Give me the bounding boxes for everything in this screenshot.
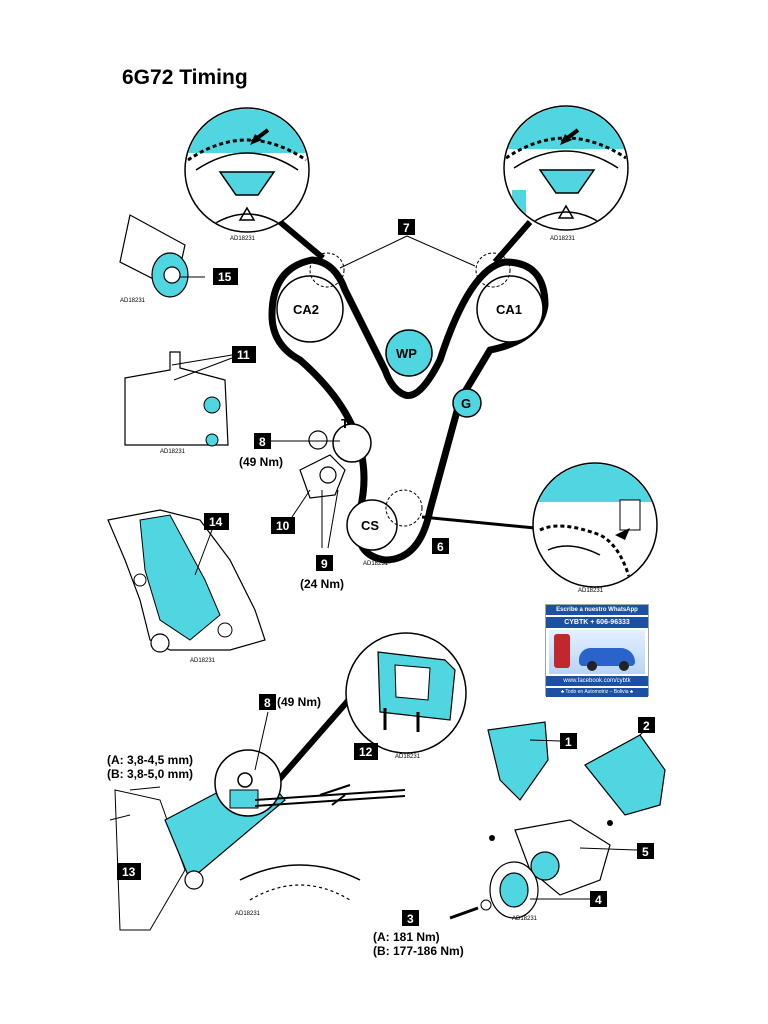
- callout-8-top: 8: [254, 433, 271, 449]
- ad-line-1: Escribe a nuestro WhatsApp: [546, 605, 648, 615]
- pulley-g: G: [461, 396, 471, 411]
- code-label-crank: AD18231: [578, 588, 604, 594]
- code-label-mount: AD18231: [190, 658, 216, 664]
- bracket-detail: AD18231: [124, 351, 233, 455]
- pulley-t: T: [341, 416, 349, 431]
- code-label-cover: AD18231: [512, 916, 538, 922]
- tensioner-assembly: [270, 430, 346, 549]
- callout-2: 2: [638, 717, 655, 733]
- crank-mark-detail: AD18231: [421, 462, 658, 594]
- idler-detail: AD18231: [119, 214, 205, 304]
- svg-text:10: 10: [276, 519, 290, 533]
- svg-text:12: 12: [359, 745, 373, 759]
- callout-1: 1: [560, 733, 577, 749]
- ad-facebook-link[interactable]: www.facebook.com/cybtk: [546, 676, 648, 686]
- callout-11: 11: [232, 346, 256, 363]
- ad-line-2: CYBTK + 606-96333: [546, 617, 648, 628]
- callout-10: 10: [271, 517, 295, 534]
- callout-9: 9: [316, 555, 333, 571]
- pin-tool-detail: AD18231: [267, 632, 467, 792]
- callout-15: 15: [213, 268, 238, 285]
- svg-text:9: 9: [321, 557, 328, 571]
- gap-spec-a: (A: 3,8-4,5 mm): [107, 753, 193, 767]
- svg-text:1: 1: [565, 735, 572, 749]
- svg-text:6: 6: [437, 540, 444, 554]
- code-label-idler: AD18231: [120, 298, 146, 304]
- callout-8-bottom: 8: [259, 694, 276, 710]
- svg-text:2: 2: [643, 719, 650, 733]
- svg-text:7: 7: [403, 221, 410, 235]
- ca1-mark-detail: AD18231: [492, 105, 629, 264]
- callout-14: 14: [204, 513, 229, 530]
- callout-5: 5: [637, 843, 654, 859]
- bolt-torque-b: (B: 177-186 Nm): [373, 944, 464, 958]
- whatsapp-ad[interactable]: Escribe a nuestro WhatsApp CYBTK + 606-9…: [545, 604, 649, 697]
- diagram-title: 6G72 Timing: [122, 66, 248, 89]
- svg-text:11: 11: [237, 348, 250, 362]
- torque-8-bottom: (49 Nm): [277, 695, 321, 709]
- svg-text:13: 13: [122, 865, 136, 879]
- svg-text:5: 5: [642, 845, 649, 859]
- code-label-ca1: AD18231: [550, 236, 576, 242]
- ca2-mark-detail: AD18231: [184, 107, 325, 261]
- torque-8-top: (49 Nm): [239, 455, 283, 469]
- cover-parts-detail: AD18231: [449, 721, 666, 922]
- gap-spec-b: (B: 3,8-5,0 mm): [107, 767, 193, 781]
- svg-text:15: 15: [218, 270, 232, 284]
- svg-text:4: 4: [595, 893, 602, 907]
- code-label-ca2: AD18231: [230, 236, 256, 242]
- ad-footer: ♣ Todo en Automotriz – Bolivia ♣: [546, 688, 648, 697]
- svg-text:8: 8: [264, 696, 271, 710]
- svg-text:14: 14: [209, 515, 223, 529]
- phone-icon: [554, 634, 570, 668]
- mount-bracket-detail: AD18231: [107, 509, 266, 664]
- callout-4: 4: [590, 891, 607, 907]
- pulley-ca2: CA2: [293, 302, 319, 317]
- pulley-ca1: CA1: [496, 302, 522, 317]
- callout-6: 6: [432, 538, 449, 554]
- code-label-pin: AD18231: [395, 754, 421, 760]
- tensioner-gap-detail: AD18231: [109, 711, 406, 931]
- code-label-belt: AD18231: [363, 561, 389, 567]
- torque-9: (24 Nm): [300, 577, 344, 591]
- bolt-torque-a: (A: 181 Nm): [373, 930, 440, 944]
- callout-3: 3: [402, 910, 419, 926]
- callout-12: 12: [354, 743, 378, 760]
- code-label-gap: AD18231: [235, 911, 261, 917]
- pulley-cs: CS: [361, 518, 379, 533]
- pulley-wp: WP: [396, 346, 417, 361]
- callout-7: 7: [398, 219, 415, 235]
- svg-text:3: 3: [407, 912, 414, 926]
- code-label-bracket: AD18231: [160, 449, 186, 455]
- svg-text:8: 8: [259, 435, 266, 449]
- ad-car-image: [549, 630, 645, 674]
- callout-13: 13: [117, 863, 141, 880]
- timing-belt-layout: CA2 CA1 WP G T CS AD18231: [268, 235, 549, 567]
